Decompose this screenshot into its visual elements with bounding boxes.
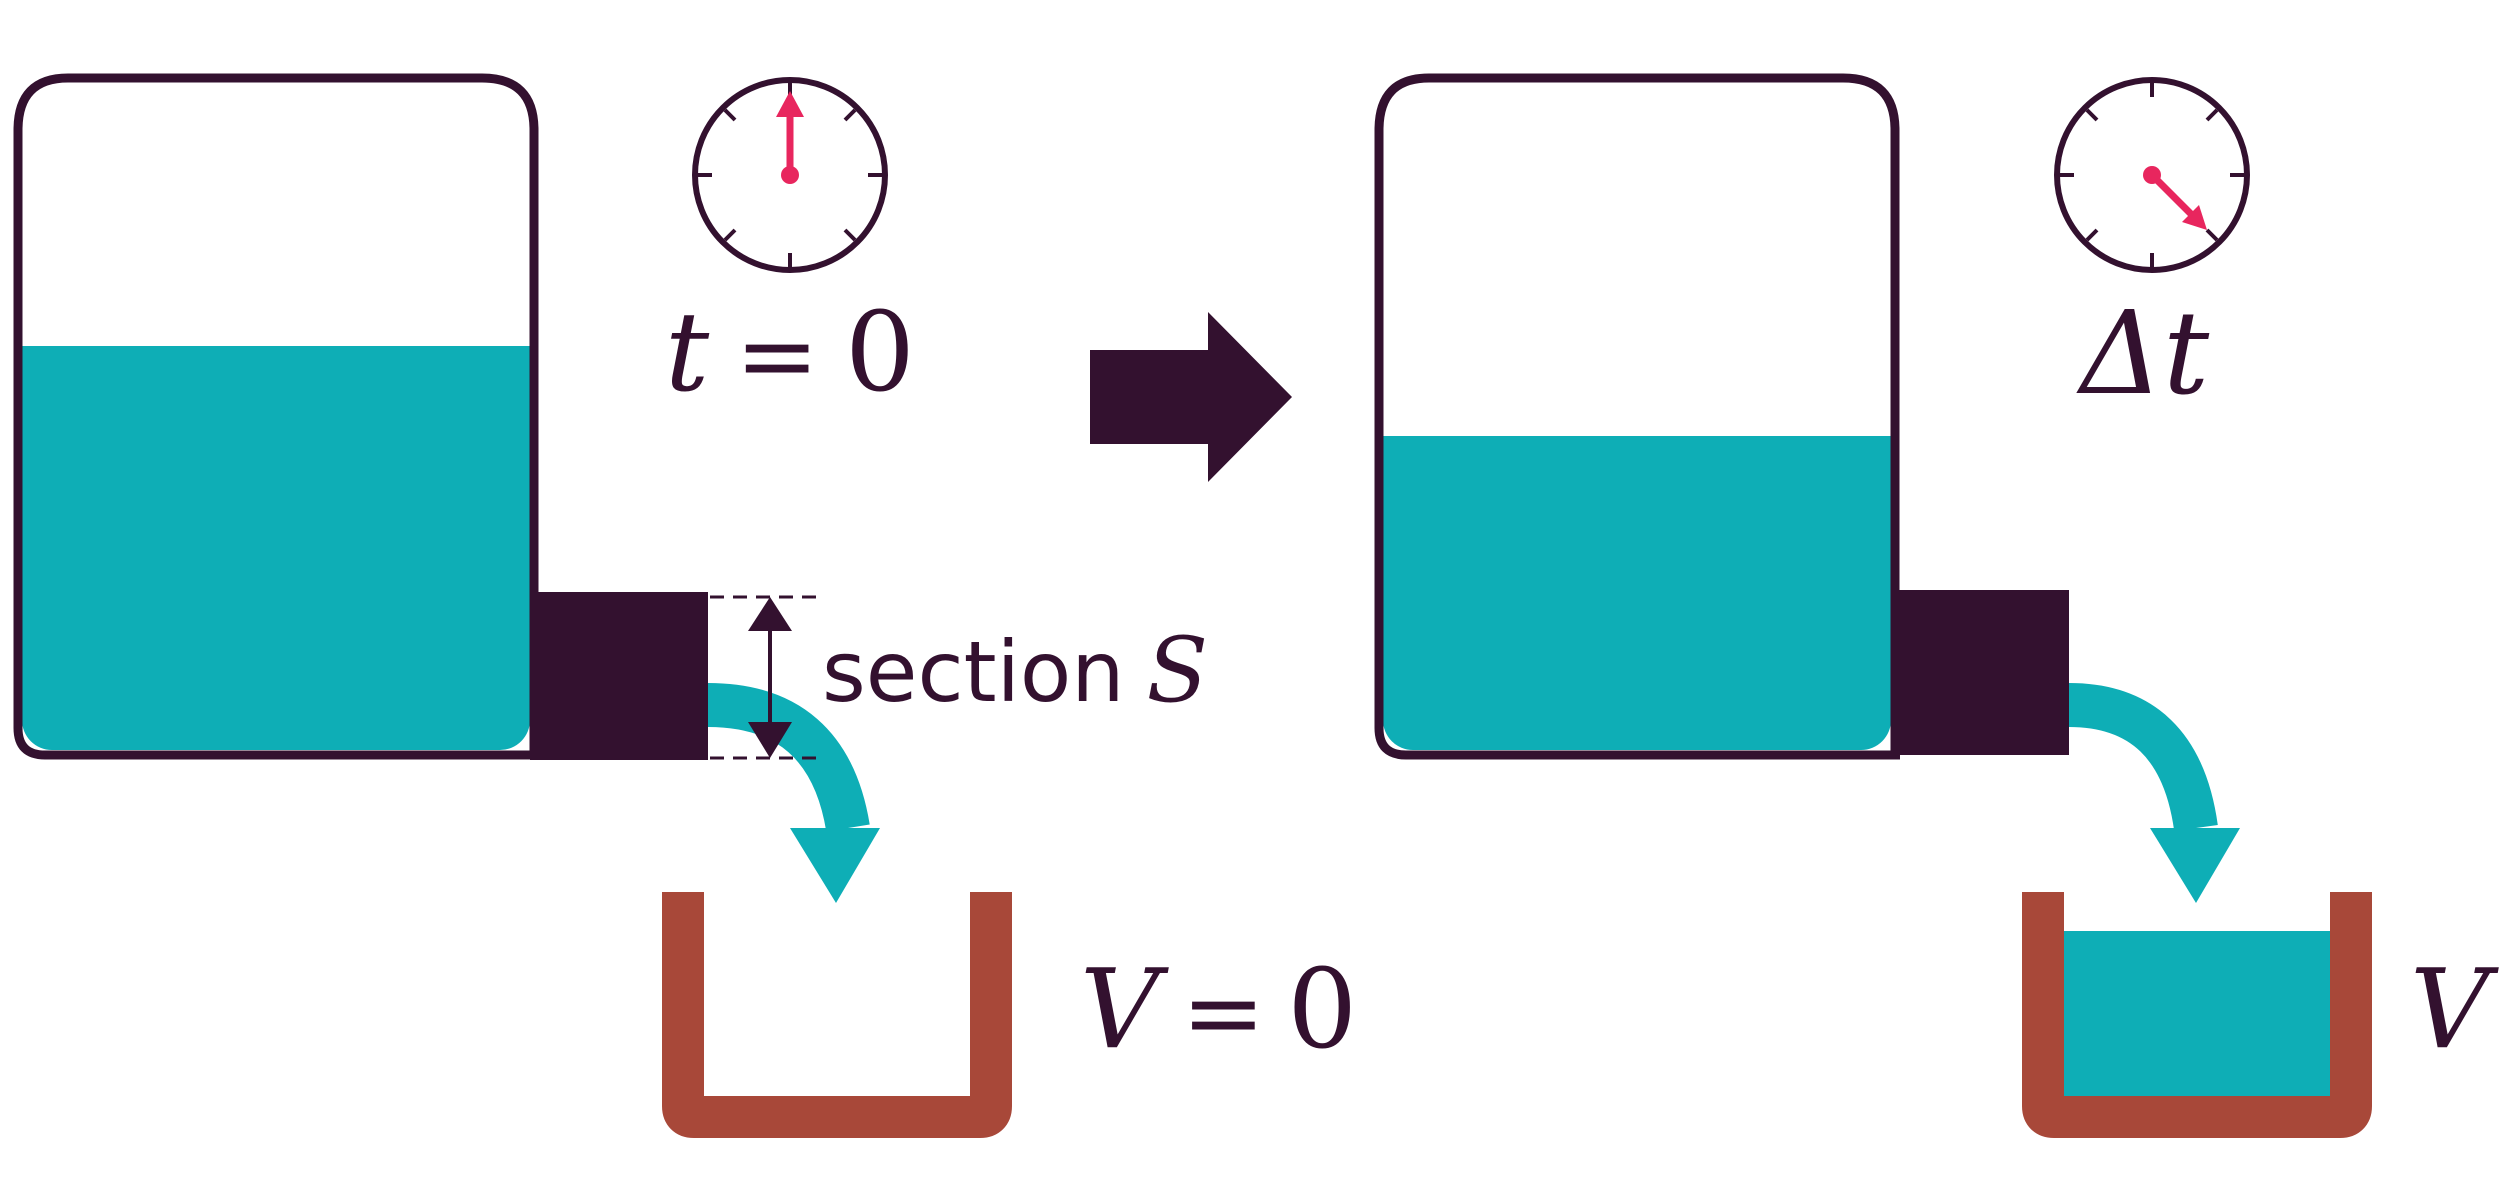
volume-var: V [1080,945,1169,1073]
right-tank-water [1383,436,1891,750]
right-tank [1374,73,1900,760]
section-label: section S [822,618,1208,723]
right-outlet-pipe [1891,590,2069,755]
time-equals: = [735,297,819,414]
left-stream-arrowhead [790,828,880,903]
section-symbol: S [1147,618,1209,723]
section-marker [710,595,818,760]
left-time-label: t = 0 [665,288,915,416]
right-water-stream [2068,683,2240,903]
left-state: section S t = 0 [13,73,1357,1138]
right-stream-arrowhead [2150,828,2240,903]
volume-equals: = [1181,954,1265,1071]
time-value: 0 [845,288,915,416]
right-beaker-water [2064,931,2330,1098]
right-volume-label: V [2410,945,2499,1073]
left-water-stream [707,683,880,903]
clock-icon [692,77,888,273]
time-var: t [665,288,710,416]
left-tank [13,73,540,760]
arrow-right-icon [1090,312,1292,482]
clock-icon [2054,77,2250,273]
left-tank-water [22,346,530,750]
right-beaker [2022,892,2372,1138]
left-volume-label: V = 0 [1080,945,1357,1073]
right-tank-outline [1374,73,1900,760]
right-state: Δt V [1374,73,2499,1138]
right-time-label: Δt [2076,287,2210,421]
section-arrow-down [748,722,792,758]
clock-hand [2149,172,2195,218]
volume-value: 0 [1287,945,1357,1073]
section-arrow-up [748,597,792,631]
left-beaker [662,892,1012,1138]
left-tank-outline [13,73,540,760]
left-outlet-pipe [530,592,708,760]
section-word: section [822,623,1125,721]
